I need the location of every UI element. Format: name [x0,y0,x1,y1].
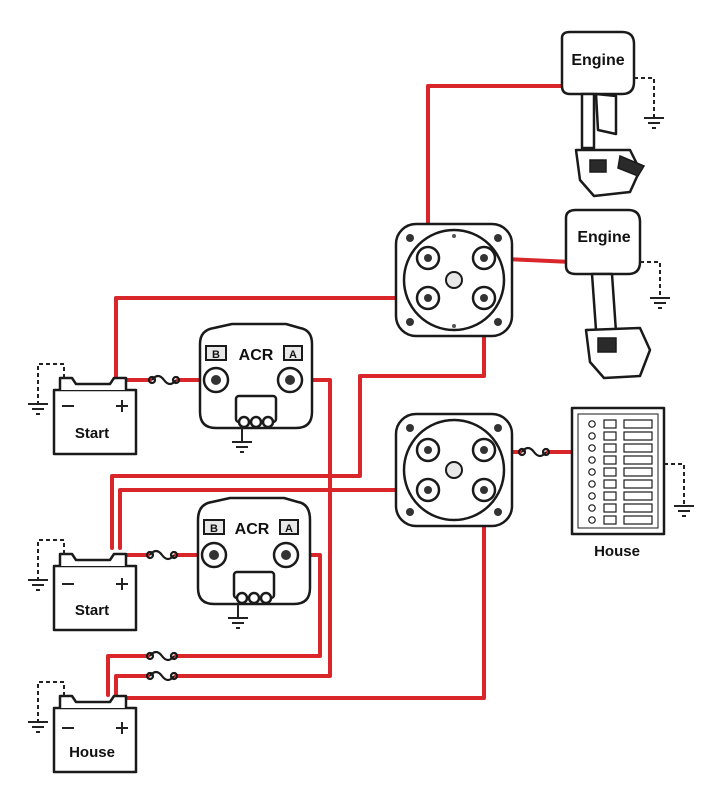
breaker-switch [588,456,596,464]
breaker-switch [588,492,596,500]
breaker-switch [588,468,596,476]
start-battery-1-label: Start [75,425,109,442]
battery-icon [52,552,138,632]
house-battery: House [28,681,138,774]
ground-icon [664,463,694,517]
acr-relay-2: B ACR A [196,496,312,629]
ground-icon [28,539,65,591]
breaker-label-strip [623,479,653,489]
breaker-label-strip [623,455,653,465]
breaker-label-strip [623,443,653,453]
wire-switch2-house [122,488,486,700]
breaker-toggle [603,455,617,465]
breaker-switch [588,420,596,428]
breaker-label-strip [623,491,653,501]
acr-1-a-label: A [289,349,297,361]
battery-icon [52,694,138,774]
acr-2-b-label: B [210,523,218,535]
fuse-icon [147,374,181,386]
breaker-toggle [603,431,617,441]
wire-start1-switch1 [114,296,430,380]
ground-icon [634,77,664,129]
acr-relay-icon [196,496,312,606]
breaker-label-strip [623,515,653,525]
acr-1-title: ACR [239,347,274,364]
house-battery-label: House [69,744,115,761]
house-panel-label: House [594,543,640,560]
breaker-toggle [603,419,617,429]
wire-house-fuse-top [106,654,150,697]
ground-icon [232,428,252,453]
breaker-panel-icon [570,406,666,536]
ground-icon [28,681,65,733]
breaker-label-strip [623,503,653,513]
outboard-engine-icon [564,208,652,380]
acr-1-b-label: B [212,349,220,361]
acr-2-title: ACR [235,521,270,538]
wire-start2-switch2 [118,488,430,550]
fuse-icon [145,670,179,682]
breaker-switch [588,504,596,512]
breaker-toggle [603,503,617,513]
outboard-engine-2: Engine [564,208,670,380]
breaker-toggle [603,479,617,489]
breaker-toggle [603,443,617,453]
acr-relay-1: B ACR A [198,322,314,453]
battery-icon [52,376,138,456]
start-battery-1: Start [28,363,138,456]
breaker-label-strip [623,467,653,477]
battery-switch-1 [394,222,514,338]
fuse-icon [517,446,551,458]
breaker-toggle [603,491,617,501]
ground-icon [28,363,65,415]
battery-switch-icon [394,412,514,528]
start-battery-2: Start [28,539,138,632]
battery-switch-icon [394,222,514,338]
acr-2-a-label: A [285,523,293,535]
breaker-switch [588,480,596,488]
engine-1-label: Engine [571,52,624,69]
fuse-icon [145,650,179,662]
breaker-toggle [603,515,617,525]
breaker-label-strip [623,419,653,429]
wire-switch1-bus [110,296,486,550]
ground-icon [228,604,248,629]
breaker-toggle [603,467,617,477]
outboard-engine-icon [560,30,646,198]
breaker-switch [588,444,596,452]
wire-switch1-engine1 [426,84,574,260]
breaker-label-strip [623,431,653,441]
battery-switch-2 [394,412,514,528]
fuse-icon [145,549,179,561]
house-breaker-panel: House [570,406,694,560]
wiring [106,84,574,700]
engine-2-label: Engine [577,229,630,246]
fuses [145,374,551,682]
acr-relay-icon [198,322,314,430]
wire-house-fuse-bottom [114,674,150,697]
ground-icon [640,261,670,309]
start-battery-2-label: Start [75,602,109,619]
breaker-switch [588,516,596,524]
outboard-engine-1: Engine [560,30,664,198]
breaker-switch [588,432,596,440]
